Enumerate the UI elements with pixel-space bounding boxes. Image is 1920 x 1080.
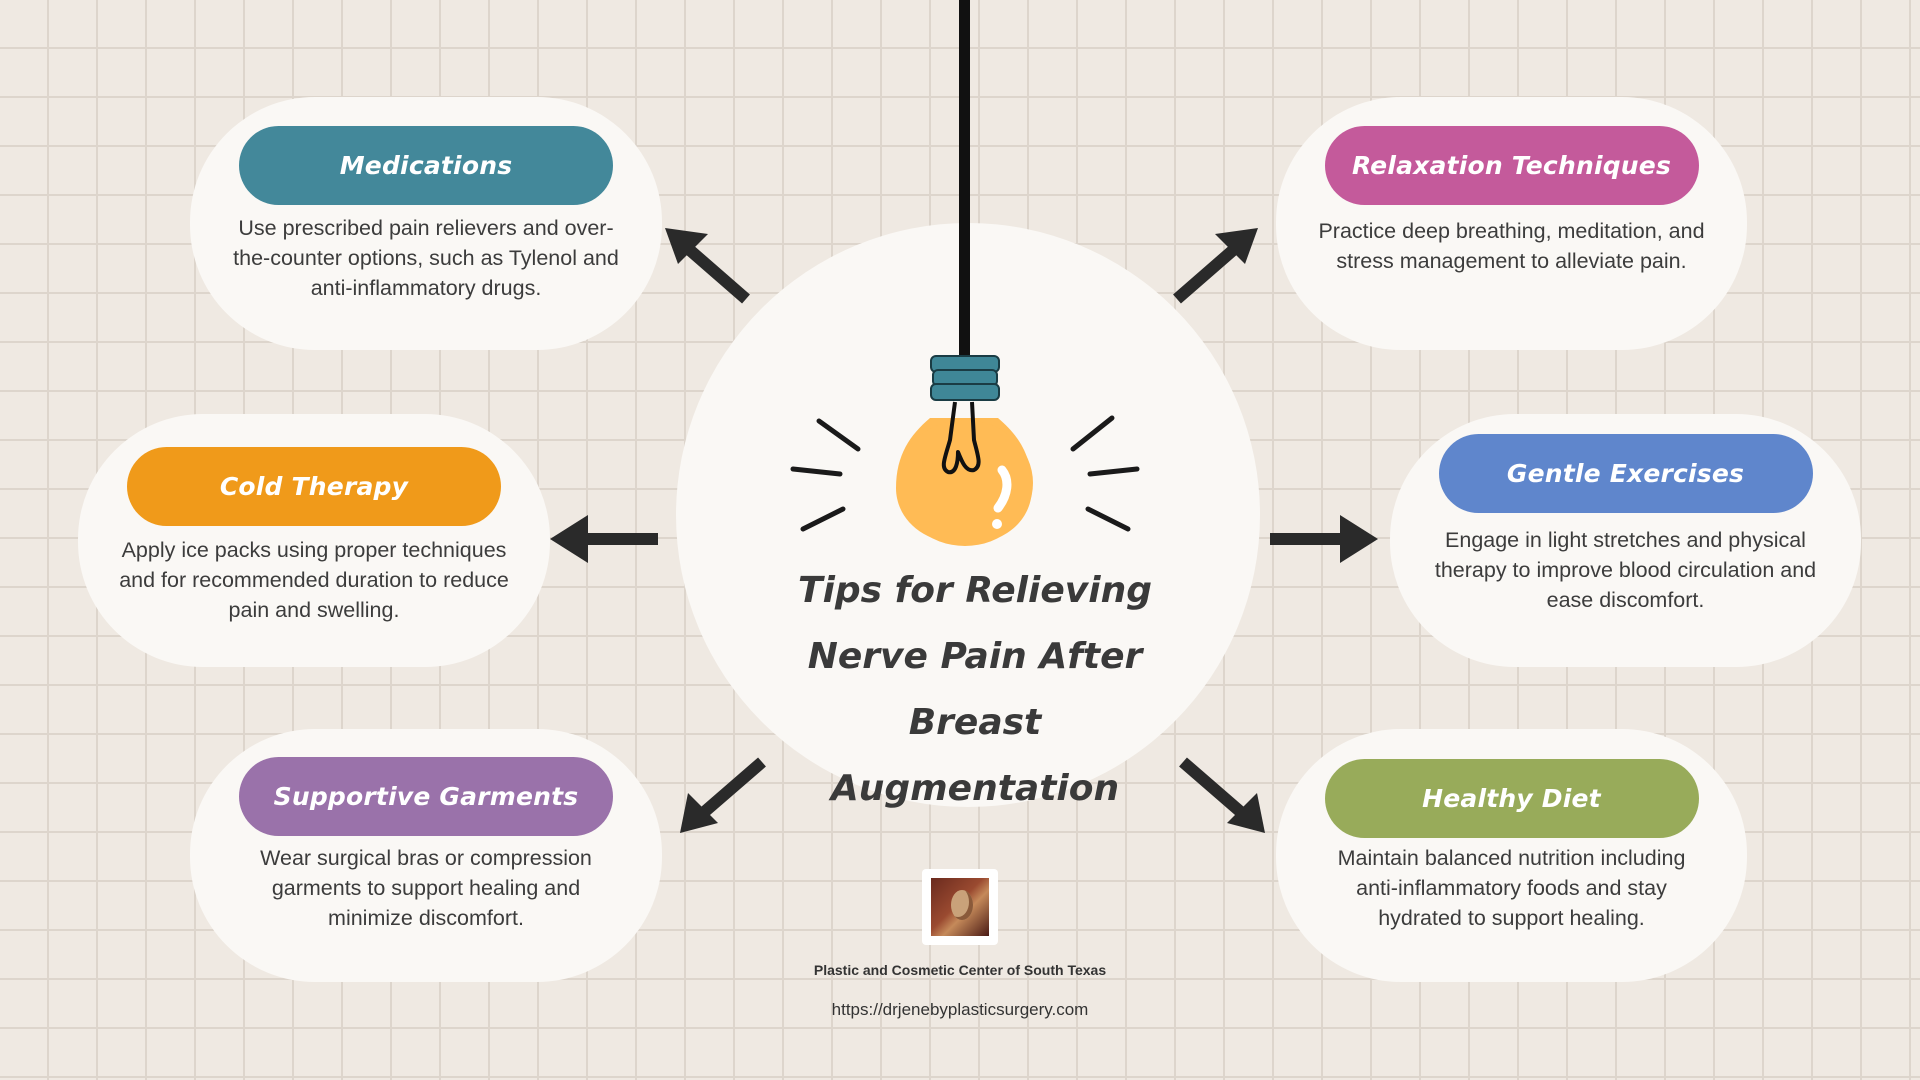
pill-supportive-garments: Supportive Garments xyxy=(239,757,613,836)
pill-label: Supportive Garments xyxy=(273,782,579,811)
arrow-to-medications xyxy=(665,228,750,304)
logo-face-icon xyxy=(951,890,973,920)
card-description: Use prescribed pain relievers and over-t… xyxy=(233,216,619,300)
pill-relaxation: Relaxation Techniques xyxy=(1324,126,1699,205)
card-supportive-garments: Supportive Garments Wear surgical bras o… xyxy=(190,729,662,982)
pill-label: Cold Therapy xyxy=(219,472,409,501)
card-relaxation: Relaxation Techniques Practice deep brea… xyxy=(1276,97,1747,350)
arrow-to-relaxation xyxy=(1173,228,1258,304)
card-description: Engage in light stretches and physical t… xyxy=(1434,528,1817,612)
arrow-to-healthy-diet xyxy=(1179,757,1265,833)
arrow-to-gentle-exercises xyxy=(1270,515,1378,563)
logo-image xyxy=(931,878,989,936)
card-cold-therapy: Cold Therapy Apply ice packs using prope… xyxy=(78,414,550,667)
pill-medications: Medications xyxy=(239,126,613,205)
pill-gentle-exercises: Gentle Exercises xyxy=(1438,434,1813,513)
pill-healthy-diet: Healthy Diet xyxy=(1324,759,1699,838)
pill-label: Relaxation Techniques xyxy=(1351,151,1672,180)
card-gentle-exercises: Gentle Exercises Engage in light stretch… xyxy=(1390,414,1861,667)
arrow-to-cold-therapy xyxy=(550,515,658,563)
clinic-logo xyxy=(922,869,998,945)
card-description: Apply ice packs using proper techniques … xyxy=(119,538,509,622)
card-description: Maintain balanced nutrition including an… xyxy=(1337,846,1686,930)
lightbulb-icon xyxy=(896,355,1033,546)
card-description: Practice deep breathing, meditation, and… xyxy=(1318,219,1705,273)
diagram-title: Tips for Relieving Nerve Pain After Brea… xyxy=(798,570,1152,809)
light-rays-icon xyxy=(790,415,1140,532)
card-medications: Medications Use prescribed pain reliever… xyxy=(190,97,662,350)
card-description: Wear surgical bras or compression garmen… xyxy=(260,846,592,930)
clinic-url[interactable]: https://drjenebyplasticsurgery.com xyxy=(831,1000,1089,1019)
lamp-cord xyxy=(959,0,970,362)
pill-label: Healthy Diet xyxy=(1422,784,1601,813)
clinic-name: Plastic and Cosmetic Center of South Tex… xyxy=(813,962,1107,978)
pill-label: Medications xyxy=(339,151,513,180)
arrow-to-supportive-garments xyxy=(680,757,766,833)
card-healthy-diet: Healthy Diet Maintain balanced nutrition… xyxy=(1276,729,1747,982)
pill-cold-therapy: Cold Therapy xyxy=(127,447,501,526)
pill-label: Gentle Exercises xyxy=(1506,459,1745,488)
